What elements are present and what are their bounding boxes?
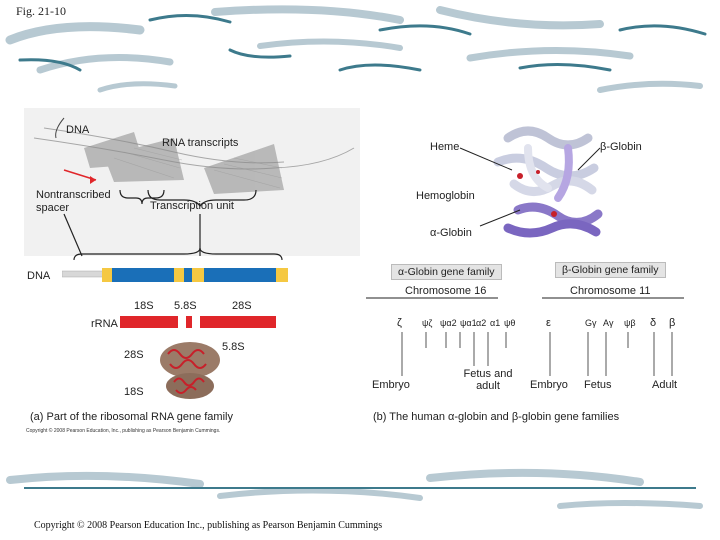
chromosome-16-label: Chromosome 16	[405, 285, 487, 297]
beta-globin-label: β-Globin	[600, 141, 642, 153]
alpha-gene-psi-zeta: ψζ	[422, 318, 433, 328]
ribosome-label-28s: 28S	[124, 349, 144, 361]
rna-transcripts-label: RNA transcripts	[162, 137, 239, 149]
electron-micrograph	[24, 108, 360, 256]
background-brush-strokes	[5, 5, 707, 93]
label-18s: 18S	[134, 300, 154, 312]
caption-panel-b: (b) The human α-globin and β-globin gene…	[373, 411, 620, 423]
beta-gene-beta: β	[669, 317, 676, 329]
beta-gene-g-gamma: Gγ	[585, 318, 597, 328]
rrna-label: rRNA	[91, 318, 118, 330]
dna-bar	[62, 268, 288, 282]
copyright-footer: Copyright © 2008 Pearson Education Inc.,…	[34, 520, 383, 531]
nontranscribed-spacer-label: Nontranscribed spacer	[36, 189, 126, 215]
transcription-unit-label: Transcription unit	[150, 200, 234, 212]
heme-label: Heme	[430, 141, 460, 153]
dna-bar-label: DNA	[27, 270, 51, 282]
ribosome-label-18s: 18S	[124, 386, 144, 398]
beta-gene-epsilon: ε	[546, 317, 551, 329]
chromosome-lines	[366, 297, 684, 376]
hemoglobin-structure	[493, 126, 603, 238]
figure-label: Fig. 21-10	[16, 4, 67, 18]
hemoglobin-pointers	[459, 147, 601, 227]
connector-lines	[63, 213, 283, 261]
footer-brush-strokes	[6, 468, 703, 509]
alpha-family-box: α-Globin gene family	[391, 264, 502, 280]
alpha-gene-alpha1: α1	[490, 318, 501, 328]
rrna-strands	[120, 316, 276, 328]
chromosome-11-label: Chromosome 11	[570, 285, 651, 297]
small-copyright: Copyright © 2008 Pearson Education, Inc.…	[26, 428, 221, 434]
stage-fetus: Fetus	[584, 379, 612, 391]
caption-panel-a: (a) Part of the ribosomal RNA gene famil…	[30, 411, 233, 423]
beta-family-box: β-Globin gene family	[555, 262, 666, 278]
alpha-gene-psi-alpha2: ψα2	[440, 318, 457, 328]
stage-fetus-adult: Fetus and adult	[456, 368, 520, 392]
alpha-globin-label: α-Globin	[430, 227, 472, 239]
dna-label-micrograph: DNA	[66, 124, 90, 136]
beta-gene-a-gamma: Aγ	[603, 318, 614, 328]
hemoglobin-label: Hemoglobin	[416, 190, 475, 202]
beta-gene-delta: δ	[650, 317, 657, 329]
beta-gene-psi-beta: ψβ	[624, 318, 636, 328]
nontranscribed-spacer-text: Nontranscribed spacer	[36, 189, 111, 214]
ribosome-illustration	[160, 342, 220, 399]
stage-fetus-adult-text: Fetus and adult	[463, 368, 513, 392]
alpha-gene-zeta: ζ	[397, 317, 402, 329]
stage-embryo-beta: Embryo	[530, 379, 568, 391]
stage-embryo-alpha: Embryo	[372, 379, 410, 391]
label-5-8s: 5.8S	[174, 300, 197, 312]
ribosome-label-5-8s: 5.8S	[222, 341, 245, 353]
alpha-gene-psi-theta: ψθ	[504, 318, 516, 328]
label-28s: 28S	[232, 300, 252, 312]
alpha-gene-psi-alpha1: ψα1	[460, 318, 477, 328]
alpha-gene-alpha2: α2	[476, 318, 487, 328]
stage-adult: Adult	[652, 379, 678, 391]
